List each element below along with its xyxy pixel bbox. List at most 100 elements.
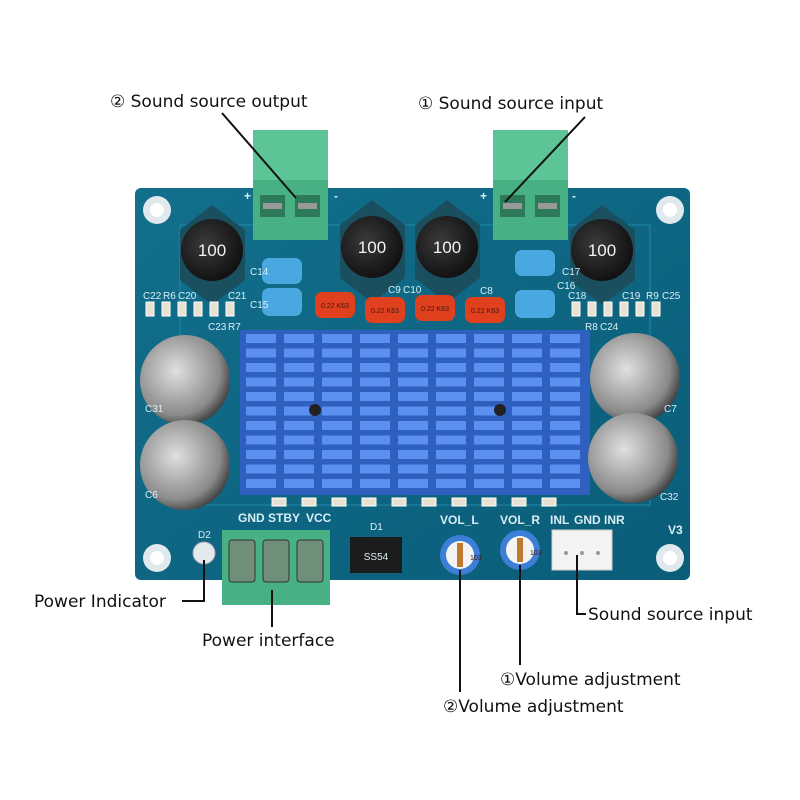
heatsink-fin [512, 435, 542, 445]
heatsink-fin [360, 363, 390, 372]
heatsink-fin [322, 334, 352, 343]
heatsink-fin [474, 377, 504, 387]
label-vol-r: VOL_R [500, 513, 540, 527]
label-d1: D1 [370, 522, 383, 533]
mounting-holes [143, 196, 684, 572]
heatsink-fin [360, 479, 390, 488]
heatsink-fin [512, 464, 542, 474]
input-terminal-top[interactable] [493, 130, 568, 240]
label-c14: C14 [250, 267, 269, 278]
heatsink-fin [436, 450, 466, 459]
polarity-mark: - [572, 189, 576, 203]
pot-marking: 103 [470, 555, 482, 562]
inductor-marking: 100 [198, 241, 226, 260]
heatsink-fin [550, 421, 580, 430]
label-c6: C6 [145, 490, 158, 501]
heatsink-fin [436, 479, 466, 488]
diode-ss54: SS54 [350, 537, 402, 573]
heatsink-fin [398, 479, 428, 488]
label-c19: C19 [622, 291, 641, 302]
heatsink-fin [436, 421, 466, 430]
heatsink-fin [322, 348, 352, 358]
callout-power-interface: Power interface [202, 631, 335, 651]
heatsink-fin [322, 435, 352, 445]
heatsink-fin [550, 406, 580, 416]
inductor-marking: 100 [588, 241, 616, 260]
heatsink-fin [360, 421, 390, 430]
power-terminal[interactable] [222, 530, 330, 605]
heatsink-fin [322, 421, 352, 430]
heatsink-fin [474, 334, 504, 343]
heatsink-fin [550, 334, 580, 343]
heatsink-fin [322, 406, 352, 416]
heatsink-fin [512, 363, 542, 372]
label-c10: C10 [403, 285, 422, 296]
heatsink-fin [550, 348, 580, 358]
heatsink-fin [322, 363, 352, 372]
output-terminal[interactable] [253, 130, 328, 240]
callout-lines [182, 112, 586, 692]
heatsink-fin [474, 348, 504, 358]
heatsink-fin [550, 377, 580, 387]
heatsink-fin [246, 406, 276, 416]
heatsink-fin [474, 406, 504, 416]
label-c24: C24 [600, 322, 619, 333]
volume-pot-left[interactable] [440, 535, 480, 575]
heatsink-fin [550, 435, 580, 445]
inductor-marking: 100 [433, 238, 461, 257]
heatsink-fin [474, 421, 504, 430]
heatsink-fin [436, 435, 466, 445]
label-c9: C9 [388, 285, 401, 296]
heatsink-fin [284, 479, 314, 488]
label-r9: R9 [646, 291, 659, 302]
pin-label-gnd: GND [238, 511, 265, 525]
heatsink-fin [474, 479, 504, 488]
heatsink-fin [436, 406, 466, 416]
heatsink-fin [360, 435, 390, 445]
heatsink-fin [284, 421, 314, 430]
heatsink-fin [436, 363, 466, 372]
heatsink-fin [436, 392, 466, 401]
label-c15: C15 [250, 300, 269, 311]
label-c21: C21 [228, 291, 247, 302]
heatsink-fin [512, 406, 542, 416]
heatsink-fin [246, 363, 276, 372]
film-cap-marking: 0.22 K63 [471, 308, 499, 315]
heatsink-fin [246, 348, 276, 358]
heatsink-fin [322, 377, 352, 387]
label-c16: C16 [557, 281, 576, 292]
heatsink-fin [398, 406, 428, 416]
pin-label-gnd-in: GND [574, 513, 601, 527]
heatsink-fin [398, 392, 428, 401]
label-c23: C23 [208, 322, 227, 333]
volume-pot-right[interactable] [500, 530, 540, 570]
smd-bottom-row [271, 497, 557, 507]
heatsink-fin [474, 435, 504, 445]
label-c32: C32 [660, 492, 679, 503]
heatsink-fin [284, 377, 314, 387]
heatsink-fin [398, 450, 428, 459]
heatsink-fin [512, 392, 542, 401]
heatsink-fin [360, 377, 390, 387]
heatsink-fin [284, 392, 314, 401]
heatsink-fin [436, 348, 466, 358]
heatsink-fin [322, 479, 352, 488]
label-r6: R6 [163, 291, 176, 302]
callout-power-indicator: Power Indicator [34, 592, 166, 612]
polarity-mark: + [480, 189, 487, 203]
heatsink-fin [398, 363, 428, 372]
heatsink-fin [360, 348, 390, 358]
heatsink-fin [322, 464, 352, 474]
heatsink-fin [512, 479, 542, 488]
label-c25: C25 [662, 291, 681, 302]
heatsink-fin [512, 421, 542, 430]
heatsink-fin [284, 406, 314, 416]
heatsink-fin [322, 450, 352, 459]
heatsink-fin [398, 464, 428, 474]
audio-input-connector[interactable] [551, 529, 613, 571]
heatsink-fin [550, 479, 580, 488]
heatsink-fin [436, 464, 466, 474]
heatsink-fin [246, 479, 276, 488]
heatsink-fin [550, 363, 580, 372]
